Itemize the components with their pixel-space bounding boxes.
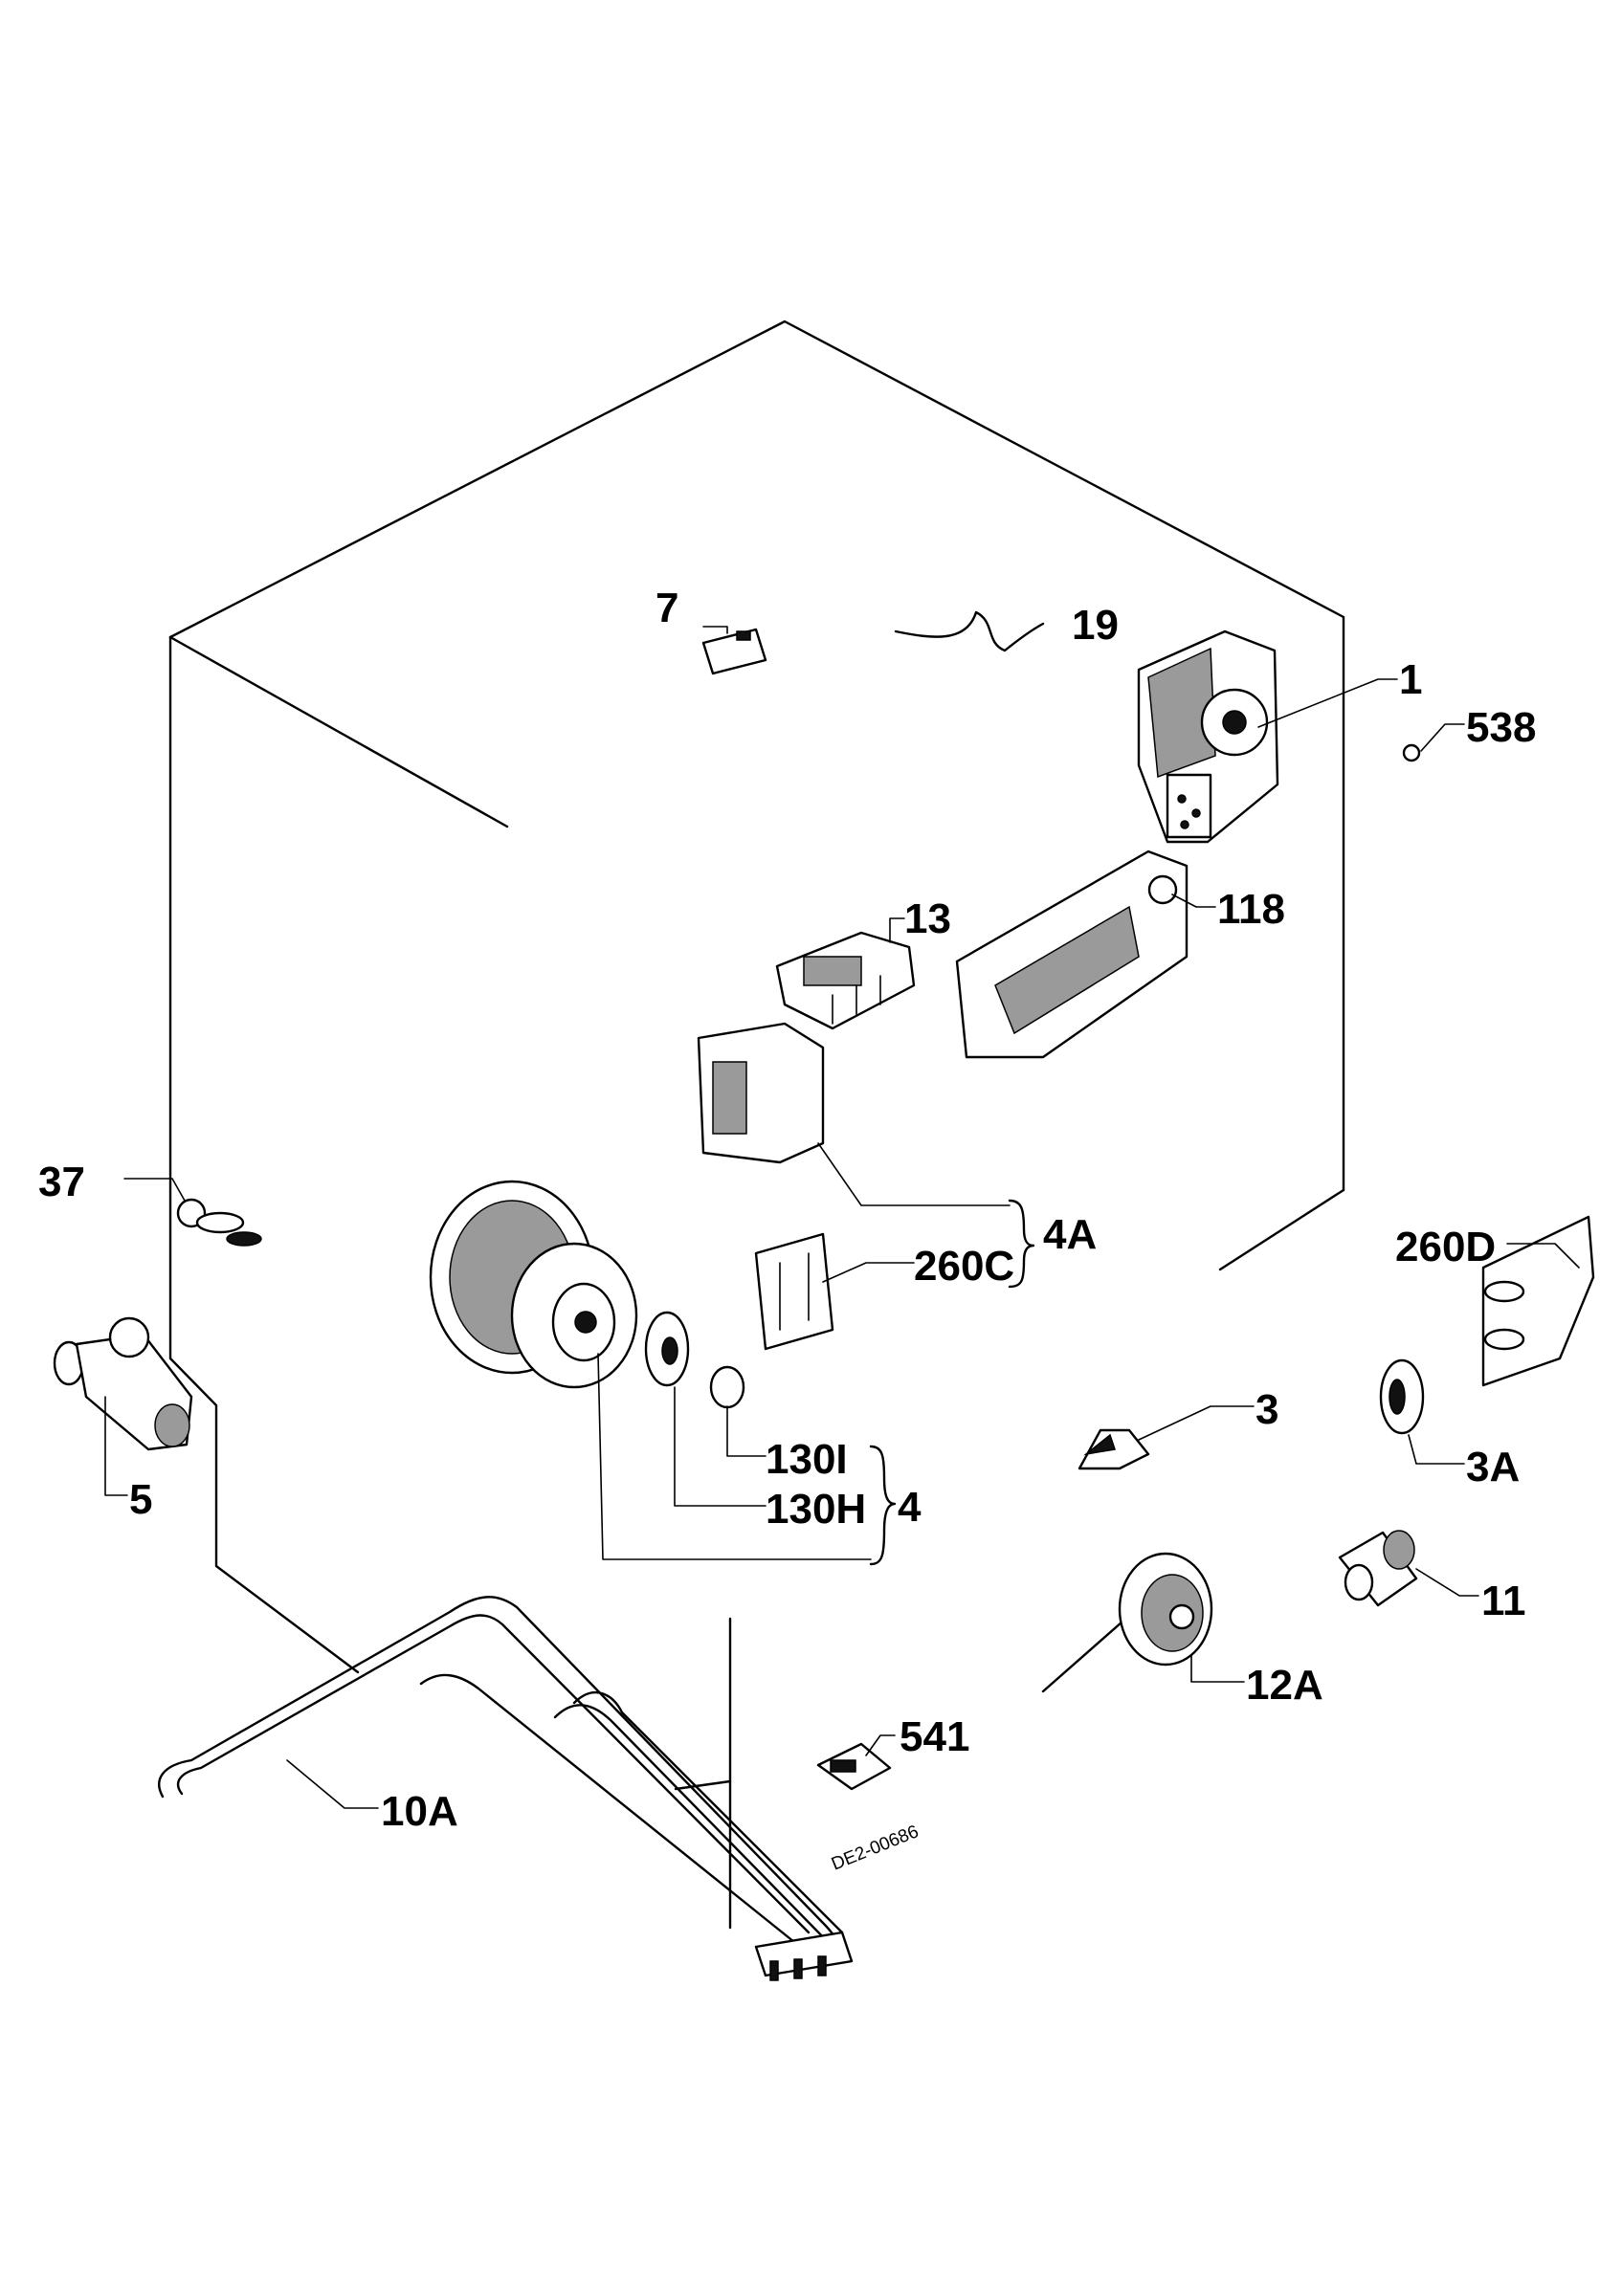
label-13: 13 <box>904 895 951 942</box>
label-11: 11 <box>1481 1578 1526 1624</box>
part-1-drawing <box>1137 629 1398 844</box>
label-7: 7 <box>655 585 678 631</box>
part-4-motor-drawing <box>429 1180 872 1560</box>
part-3a-drawing <box>1379 1358 1465 1465</box>
label-130h: 130H <box>766 1486 866 1533</box>
label-10a: 10A <box>381 1788 458 1835</box>
part-3-drawing <box>1078 1405 1255 1470</box>
part-5-drawing <box>53 1316 193 1496</box>
brace-4a <box>1008 1199 1035 1289</box>
label-260d: 260D <box>1395 1224 1496 1270</box>
label-brace-4: 4 <box>898 1484 922 1531</box>
part-4a-drawing <box>697 1022 1011 1351</box>
label-260c: 260C <box>914 1243 1014 1290</box>
label-12a: 12A <box>1246 1662 1323 1709</box>
part-11-drawing <box>1338 1530 1479 1607</box>
label-1: 1 <box>1399 656 1422 703</box>
label-3a: 3A <box>1466 1444 1520 1490</box>
part-538-drawing <box>1402 723 1465 762</box>
label-37: 37 <box>38 1159 85 1205</box>
label-538: 538 <box>1466 704 1536 751</box>
part-118-drawing <box>955 850 1216 1059</box>
part-12a-drawing <box>1118 1552 1245 1683</box>
part-130h-drawing <box>644 1311 767 1507</box>
part-7-drawing <box>701 626 767 675</box>
drawing-code: DE2-00686 <box>829 1821 922 1874</box>
label-541: 541 <box>900 1713 969 1760</box>
label-5: 5 <box>129 1476 152 1523</box>
part-541-drawing <box>816 1734 896 1791</box>
part-10a-drawing <box>158 1596 854 1981</box>
part-13-drawing <box>775 917 916 1030</box>
part-260d-drawing <box>1481 1215 1595 1387</box>
brace-4 <box>869 1445 897 1566</box>
label-118: 118 <box>1217 886 1285 933</box>
part-37-drawing <box>123 1178 262 1247</box>
label-brace-4a: 4A <box>1043 1211 1097 1258</box>
label-130i: 130I <box>766 1436 848 1483</box>
part-130i-drawing <box>709 1365 767 1457</box>
label-19: 19 <box>1072 602 1119 649</box>
label-3: 3 <box>1255 1386 1278 1433</box>
cabinet-outline <box>168 320 1345 1930</box>
part-19-drawing <box>894 610 1045 652</box>
